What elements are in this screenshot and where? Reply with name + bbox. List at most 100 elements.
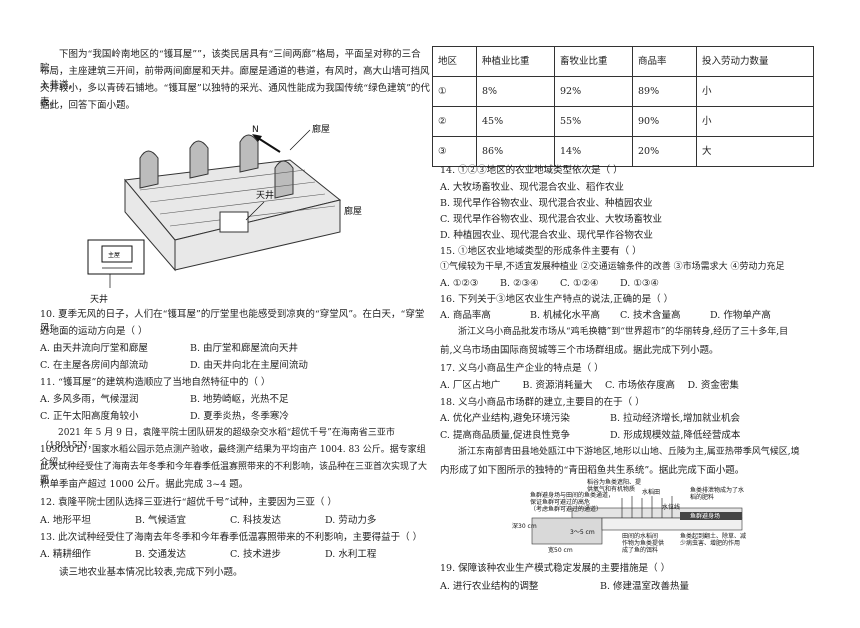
q13-option-d[interactable]: D. 水利工程 <box>325 549 377 560</box>
q13-option-a[interactable]: A. 精耕细作 <box>40 549 91 560</box>
intro1-line1: 下图为“我国岭南地区的“镬耳屋””，该类民居具有“三间两廊”格局，平面呈对称的三… <box>40 49 421 74</box>
table-cell: 14% <box>554 136 633 167</box>
intro2-line2: 109030′E）国家水稻公园示范点测产验收，最终测产结果为平均亩产 1004.… <box>40 445 426 469</box>
q11-options-row1: A. 多风多雨，气候湿润 B. 地势崎岖，光热不足 <box>40 393 340 407</box>
table-cell: ③ <box>432 136 477 167</box>
q17-options: A. 厂区占地广 B. 资源消耗量大 C. 市场依存度高 D. 资金密集 <box>440 379 770 393</box>
q12-option-c[interactable]: C. 科技发达 <box>230 515 281 526</box>
q12-options: A. 地形平坦 B. 气候适宜 C. 科技发达 D. 劳动力多 <box>40 514 420 528</box>
q10-option-d[interactable]: D. 由天井向北在主屋间流动 <box>190 360 308 371</box>
q16-option-c[interactable]: C. 技术含量高 <box>620 310 681 321</box>
intro3: 读三地农业基本情况比较表,完成下列小题。 <box>59 567 243 578</box>
fig2-c3: 鱼群避身场与田间的鱼类通道， <box>530 491 614 499</box>
fig2-fish-field: 鱼群避身场 <box>690 512 720 520</box>
q17-option-d[interactable]: D. 资金密集 <box>687 380 739 391</box>
table-cell: 大 <box>696 136 814 167</box>
q19-option-a[interactable]: A. 进行农业结构的调整 <box>440 581 539 592</box>
q10-option-b[interactable]: B. 由厅堂和廊屋流向天井 <box>190 343 299 354</box>
q19-stem: 19. 保障该种农业生产模式稳定发展的主要措施是（ ） <box>440 563 671 574</box>
fig2-c1: 稻谷为鱼类遮阳、提 <box>587 478 641 486</box>
plan-zhuwu: 主屋 <box>108 251 120 259</box>
wok-ear-house-figure: N 廊屋 天井 廊屋 主屋 <box>87 123 362 305</box>
q15-option-c[interactable]: C. ①②④ <box>560 278 599 289</box>
q16-option-a[interactable]: A. 商品率高 <box>440 310 491 321</box>
fig2-c5: （考虑鱼群可避过的通道） <box>530 505 602 513</box>
table-cell: 55% <box>554 106 633 137</box>
q17-option-c[interactable]: C. 市场依存度高 <box>605 380 675 391</box>
plan-tianjing: 天井 <box>90 293 108 305</box>
q11-option-c[interactable]: C. 正午太阳高度角较小 <box>40 411 139 422</box>
q19-option-b[interactable]: B. 修建温室改善热量 <box>600 581 690 592</box>
fig2-shelter1: 田间的水稻间 <box>622 532 658 540</box>
fig2-shelter2: 作物为鱼类提供 <box>622 539 664 547</box>
q17-option-a[interactable]: A. 厂区占地广 <box>440 380 501 391</box>
fig2-feces2: 稻的肥料 <box>690 493 714 501</box>
q17-stem: 17. 义乌小商品生产企业的特点是（ ） <box>440 363 604 374</box>
fig2-rice: 水稻田 <box>642 488 660 496</box>
q10-option-c[interactable]: C. 在主屋各房间内部流动 <box>40 360 148 371</box>
rice-fish-figure: 稻谷为鱼类遮阳、提 供氧气和有机物质 鱼群避身场与田间的鱼类通道， 保证鱼群可避… <box>512 478 746 554</box>
table-header-cell: 地区 <box>432 46 477 77</box>
intro4-line1: 浙江义乌小商品批发市场从“鸡毛换糖”到“世界超市”的华丽转身,经历了三十多年,目 <box>458 327 789 337</box>
table-cell: 92% <box>554 76 633 107</box>
table-cell: 小 <box>696 106 814 137</box>
table-header-cell: 种植业比重 <box>476 46 555 77</box>
q15-stem: 15. ①地区农业地域类型的形成条件主要有（ ） <box>440 246 642 257</box>
rice-plant-icon <box>621 496 673 518</box>
q17-option-b[interactable]: B. 资源消耗量大 <box>522 380 593 391</box>
q10-stem-line1: 10. 夏季无风的日子，人们在“镬耳屋”的厅堂里也能感受到凉爽的“穿堂风”。在白… <box>40 309 425 334</box>
q12-stem: 12. 袁隆平院士团队选择三亚进行“超优千号”试种，主要因为三亚（ ） <box>40 497 337 508</box>
q13-stem: 13. 此次试种经受住了海南去年冬季和今年春季低温寡照带来的不利影响，主要得益于… <box>40 532 423 543</box>
q14-option-d[interactable]: D. 种植园农业、现代混合农业、现代旱作谷物农业 <box>440 230 653 241</box>
q13-option-b[interactable]: B. 交通发达 <box>135 549 187 560</box>
agriculture-table: 地区 种植业比重 畜牧业比重 商品率 投入劳动力数量 ① 8% 92% 89% … <box>432 46 814 167</box>
q10-option-a[interactable]: A. 由天井流向厅堂和廊屋 <box>40 343 148 354</box>
q12-option-d[interactable]: D. 劳动力多 <box>325 515 377 526</box>
intro2-line1: 2021 年 5 月 9 日，袁隆平院士团队研发的超级杂交水稻“超优千号”在海南… <box>40 428 395 452</box>
q18-option-d[interactable]: D. 形成规模效益,降低经营成本 <box>610 430 741 441</box>
fig2-wide: 宽50 cm <box>548 546 573 554</box>
q11-stem: 11. “镬耳屋”的建筑构造顺应了当地自然特征中的（ ） <box>40 377 271 388</box>
right-column: 地区 种植业比重 畜牧业比重 商品率 投入劳动力数量 ① 8% 92% 89% … <box>432 0 820 628</box>
q14-option-a[interactable]: A. 大牧场畜牧业、现代混合农业、稻作农业 <box>440 182 624 193</box>
q18-stem: 18. 义乌小商品市场群的建立,主要目的在于（ ） <box>440 397 645 408</box>
fig2-eat1: 鱼类起到翻土、除草、减 <box>680 532 746 540</box>
q16-stem: 16. 下列关于③地区农业生产特点的说法,正确的是（ ） <box>440 294 674 305</box>
table-header-row: 地区 种植业比重 畜牧业比重 商品率 投入劳动力数量 <box>432 46 814 77</box>
q18-option-c[interactable]: C. 提高商品质量,促进良性竞争 <box>440 430 570 441</box>
label-lang-right: 廊屋 <box>344 205 362 217</box>
table-row: ③ 86% 14% 20% 大 <box>432 136 814 167</box>
fig2-water-line: 水位线 <box>662 503 680 511</box>
q11-option-d[interactable]: D. 夏季炎热，冬季寒冷 <box>190 411 289 422</box>
q11-option-b[interactable]: B. 地势崎岖，光热不足 <box>190 394 289 405</box>
left-column: 下图为“我国岭南地区的“镬耳屋””，该类民居具有“三间两廊”格局，平面呈对称的三… <box>40 0 430 628</box>
q11-option-a[interactable]: A. 多风多雨，气候湿润 <box>40 394 139 405</box>
label-lang-top: 廊屋 <box>312 123 330 135</box>
q14-option-b[interactable]: B. 现代旱作谷物农业、现代混合农业、种植园农业 <box>440 198 653 209</box>
q10-options-row2: C. 在主屋各房间内部流动 D. 由天井向北在主屋间流动 <box>40 359 340 373</box>
q12-option-b[interactable]: B. 气候适宜 <box>135 515 187 526</box>
intro2-line3: 此次试种经受住了海南去年冬季和今年春季低温寡照带来的不利影响，该品种在三亚首次实… <box>40 462 428 486</box>
q18-option-b[interactable]: B. 拉动经济增长,增加就业机会 <box>610 413 741 424</box>
q10-options-row1: A. 由天井流向厅堂和廊屋 B. 由厅堂和廊屋流向天井 <box>40 342 340 356</box>
fig2-c4: 保证鱼群可避过的高危 <box>530 498 590 506</box>
q14-option-c[interactable]: C. 现代旱作谷物农业、现代混合农业、大牧场畜牧业 <box>440 214 662 225</box>
table-cell: 小 <box>696 76 814 107</box>
q16-option-d[interactable]: D. 作物单产高 <box>710 310 771 321</box>
q15-option-d[interactable]: D. ①③④ <box>620 278 659 289</box>
q15-options: A. ①②③ B. ②③④ C. ①②④ D. ①③④ <box>440 277 680 291</box>
q15-option-a[interactable]: A. ①②③ <box>440 278 479 289</box>
intro4-line2: 前,义乌市场由国际商贸城等三个市场群组成。据此完成下列小题。 <box>440 345 719 356</box>
q12-option-a[interactable]: A. 地形平坦 <box>40 515 91 526</box>
q16-options: A. 商品率高 B. 机械化水平高 C. 技术含量高 D. 作物单产高 <box>440 309 800 323</box>
q11-options-row2: C. 正午太阳高度角较小 D. 夏季炎热，冬季寒冷 <box>40 410 340 424</box>
q15-option-b[interactable]: B. ②③④ <box>500 278 539 289</box>
q13-option-c[interactable]: C. 技术进步 <box>230 549 281 560</box>
q16-option-b[interactable]: B. 机械化水平高 <box>530 310 601 321</box>
q18-options-row2: C. 提高商品质量,促进良性竞争 D. 形成规模效益,降低经营成本 <box>440 429 780 443</box>
label-tianjing: 天井 <box>256 189 274 201</box>
fig2-shelter3: 成了鱼的饵料 <box>622 546 658 554</box>
intro5-line2: 内形成了如下图所示的独特的“青田稻鱼共生系统”。据此完成下面小题。 <box>440 465 745 476</box>
q18-option-a[interactable]: A. 优化产业结构,避免环境污染 <box>440 413 570 424</box>
q14-stem: 14. ①②③地区的农业地域类型依次是（ ） <box>440 165 623 176</box>
